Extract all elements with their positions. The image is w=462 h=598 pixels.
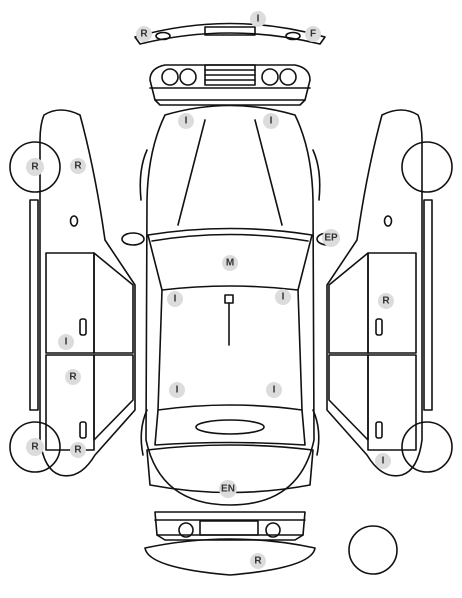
marker-label: I [174,294,177,305]
marker-label: R [140,29,148,40]
left-side-view [9,109,136,477]
marker-roof-right-front: I [275,289,291,305]
marker-label: I [257,14,260,25]
marker-label: I [185,116,188,127]
marker-left-rear-door: R [65,369,81,385]
front-grille-view [149,64,311,106]
marker-left-front-wheel: R [26,158,44,176]
marker-trunk: EN [219,480,237,498]
marker-label: M [226,258,234,269]
marker-label: R [69,372,77,383]
marker-windshield-left: I [178,113,194,129]
marker-rear-bumper: R [250,553,266,569]
marker-right-mirror: EP [322,229,340,247]
front-bumper-view [134,22,326,45]
marker-roof-left-front: I [167,291,183,307]
marker-label: EP [324,233,338,244]
marker-label: R [74,445,82,456]
marker-label: R [31,442,39,453]
marker-left-rear-wheel: R [26,438,44,456]
marker-label: I [65,337,68,348]
marker-left-rear-quarter: R [70,442,86,458]
top-view-body [121,104,340,506]
marker-label: I [176,385,179,396]
marker-left-front-fender: R [70,158,86,174]
marker-front-bumper-center: I [250,11,266,27]
marker-label: R [254,556,262,567]
marker-roof-left-rear: I [169,382,185,398]
marker-label: R [31,162,39,173]
marker-right-front-door: R [378,293,394,309]
marker-label: F [310,29,316,40]
marker-windshield-right: I [263,113,279,129]
marker-front-bumper-left: R [136,26,152,42]
marker-label: I [282,292,285,303]
marker-label: I [273,385,276,396]
marker-label: R [74,161,82,172]
marker-label: R [382,296,390,307]
spare-tire [348,525,398,575]
marker-label: I [270,116,273,127]
marker-front-bumper-right: F [305,26,321,42]
marker-label: EN [221,484,235,495]
marker-left-front-door: I [58,334,74,350]
marker-roof-right-rear: I [266,382,282,398]
marker-roof: M [222,255,238,271]
marker-right-rear-wheel: I [375,453,391,469]
marker-label: I [382,456,385,467]
right-side-view [326,109,453,477]
rear-view [144,511,316,576]
